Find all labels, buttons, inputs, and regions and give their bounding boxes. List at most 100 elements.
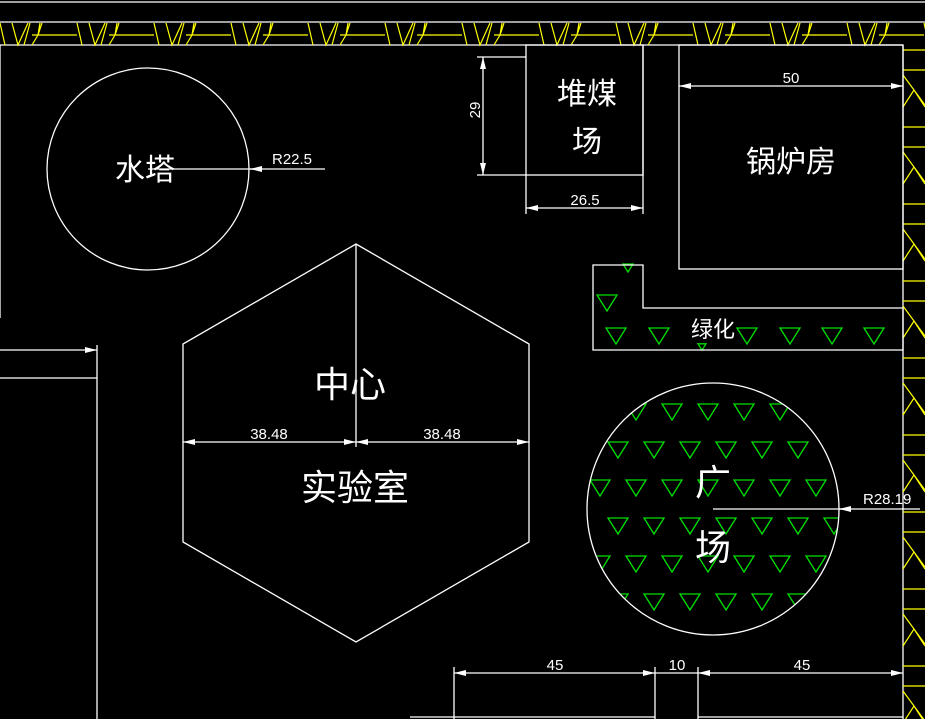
greenery-label: 绿化: [691, 318, 735, 343]
greenery-triangle: [750, 441, 774, 460]
greenery-triangle: [860, 594, 880, 610]
greenery-triangle: [588, 403, 612, 422]
greenery-triangle: [860, 442, 880, 458]
greenery-triangle: [696, 479, 720, 498]
greenery-triangle: [804, 403, 828, 422]
greenery-triangle: [822, 593, 839, 612]
greenery-triangle: [804, 479, 828, 498]
hatch-mark: [902, 280, 925, 339]
water-tower-label: 水塔: [115, 153, 175, 188]
plaza-label-2: 场: [695, 528, 731, 569]
hatch-mark: [902, 665, 925, 719]
greenery-triangle: [768, 403, 792, 422]
greenery-triangle: [696, 343, 708, 352]
left-building: [0, 345, 98, 719]
water-tower: 水塔 R22.5: [46, 67, 325, 271]
greenery-triangle: [768, 479, 792, 498]
boiler-room: 50 锅炉房: [678, 44, 904, 270]
greenery-triangle: [604, 327, 628, 346]
greenery-triangle: [606, 517, 630, 536]
hatch-mark: [571, 22, 659, 47]
hatch-mark: [902, 126, 925, 185]
coal-yard: 堆煤 场 29 26.5: [467, 44, 644, 214]
greenery-triangle: [842, 404, 862, 420]
greenery-triangle: [804, 555, 828, 574]
greenery-triangle: [642, 441, 666, 460]
wall-hatch-top: [0, 22, 925, 47]
greenery-triangle: [714, 517, 738, 536]
hatch-mark: [879, 22, 925, 36]
bottom-mid-dim: 10: [669, 657, 686, 674]
wall-hatch-right: [902, 49, 925, 719]
greenery-triangle: [822, 517, 839, 536]
greenery-triangle: [621, 263, 635, 274]
greenery-triangle: [647, 327, 671, 346]
greenery-triangle: [642, 517, 666, 536]
greenery-triangle: [768, 555, 792, 574]
greenery-triangle: [732, 479, 756, 498]
greenery-triangle: [778, 327, 802, 346]
greenery-triangle: [696, 555, 720, 574]
hatch-mark: [902, 203, 925, 262]
bottom-dimensions: 45 10 45: [410, 657, 903, 719]
greenery-triangle: [860, 518, 880, 534]
coal-yard-width-dim: 26.5: [570, 192, 599, 209]
hatch-mark: [0, 22, 43, 47]
greenery-strip: 绿化: [592, 263, 904, 352]
greenery-triangle: [696, 403, 720, 422]
greenery-triangle: [624, 555, 648, 574]
plaza-radius-dim: R28.19: [863, 491, 911, 508]
greenery-triangle: [750, 593, 774, 612]
hatch-mark: [494, 22, 582, 47]
hatch-mark: [902, 434, 925, 493]
greenery-triangle: [660, 555, 684, 574]
hatch-mark: [263, 22, 351, 47]
greenery-triangle: [735, 327, 759, 346]
lab-right-dim: 38.48: [423, 426, 461, 443]
greenery-triangle: [660, 403, 684, 422]
greenery-triangle: [660, 479, 684, 498]
greenery-triangle: [606, 593, 630, 612]
greenery-triangle: [678, 517, 702, 536]
greenery-triangle: [750, 517, 774, 536]
coal-yard-label-1: 堆煤: [557, 77, 617, 112]
hatch-mark: [902, 511, 925, 570]
greenery-triangle: [624, 479, 648, 498]
lab-label-2: 实验室: [301, 468, 409, 509]
plaza-label-1: 广: [695, 463, 731, 504]
hatch-mark: [902, 357, 925, 416]
hatch-mark: [186, 22, 274, 47]
hatch-mark: [725, 22, 813, 47]
greenery-triangle: [842, 556, 862, 572]
bottom-left-dim: 45: [547, 657, 564, 674]
hatch-mark: [648, 22, 736, 47]
bottom-right-dim: 45: [794, 657, 811, 674]
greenery-triangle: [786, 517, 810, 536]
hatch-mark: [802, 22, 890, 47]
coal-yard-height-dim: 29: [467, 102, 484, 119]
greenery-triangle: [732, 555, 756, 574]
lab-left-dim: 38.48: [250, 426, 288, 443]
greenery-triangle: [732, 403, 756, 422]
greenery-triangle: [714, 593, 738, 612]
hatch-mark: [902, 588, 925, 647]
greenery-triangle: [842, 480, 862, 496]
hatch-mark: [109, 22, 197, 47]
hatch-mark: [340, 22, 428, 47]
hatch-mark: [32, 22, 120, 47]
greenery-triangle: [588, 479, 612, 498]
greenery-triangle: [678, 593, 702, 612]
coal-yard-label-2: 场: [572, 125, 602, 160]
boiler-room-label: 锅炉房: [746, 145, 836, 180]
greenery-triangle: [862, 327, 886, 346]
greenery-triangle: [714, 441, 738, 460]
water-tower-radius-dim: R22.5: [272, 151, 312, 168]
greenery-triangle: [642, 593, 666, 612]
greenery-triangle: [624, 403, 648, 422]
hatch-mark: [902, 49, 925, 108]
plaza: 广 场 R28.19: [586, 382, 920, 636]
greenery-triangle: [678, 441, 702, 460]
greenery-triangle: [786, 441, 810, 460]
greenery-triangle: [595, 294, 619, 313]
